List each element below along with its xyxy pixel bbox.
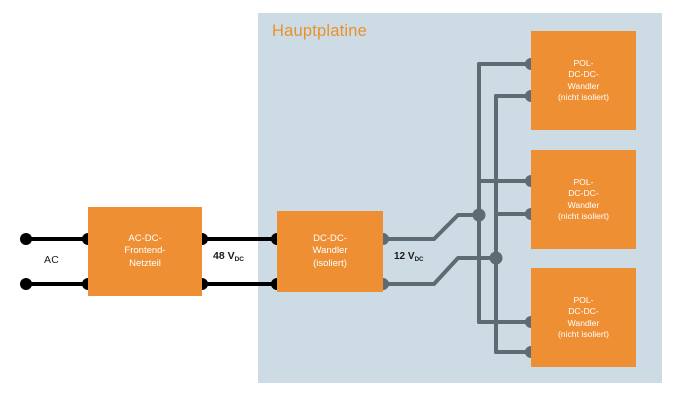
wire-label-48vdc-subscript: DC <box>234 255 244 263</box>
block-ac-dc-frontend[interactable]: AC-DC- Frontend- Netzteil <box>88 207 202 296</box>
wire-label-12vdc-value: 12 V <box>394 251 415 262</box>
block-pol-converter-1[interactable]: POL- DC-DC- Wandler (nicht isoliert) <box>531 31 636 130</box>
block-pol-converter-2[interactable]: POL- DC-DC- Wandler (nicht isoliert) <box>531 150 636 249</box>
wire-label-12vdc-subscript: DC <box>414 255 424 263</box>
block-pol-converter-1-label: POL- DC-DC- Wandler (nicht isoliert) <box>557 57 610 102</box>
dc12-terminals <box>377 58 537 358</box>
wire-label-48vdc-value: 48 V <box>213 250 235 262</box>
block-pol-converter-3[interactable]: POL- DC-DC- Wandler (nicht isoliert) <box>531 268 636 367</box>
dc12-bus-wires <box>381 62 533 354</box>
block-pol-converter-3-label: POL- DC-DC- Wandler (nicht isoliert) <box>557 294 610 339</box>
wire-label-12vdc: 12 VDC <box>394 251 424 263</box>
block-ac-dc-frontend-label: AC-DC- Frontend- Netzteil <box>124 232 166 269</box>
dc48-wires <box>202 237 277 286</box>
page-title: Hauptplatine <box>272 22 368 40</box>
block-dc-dc-isolated-label: DC-DC- Wandler (isoliert) <box>312 232 348 269</box>
block-dc-dc-isolated[interactable]: DC-DC- Wandler (isoliert) <box>277 211 383 292</box>
wire-label-ac: AC <box>44 254 59 266</box>
dc12-junction-dots <box>472 208 503 265</box>
wire-label-ac-text: AC <box>44 254 60 266</box>
wire-label-48vdc: 48 VDC <box>213 250 244 263</box>
ac-input-wires <box>26 237 88 286</box>
block-pol-converter-2-label: POL- DC-DC- Wandler (nicht isoliert) <box>557 176 610 221</box>
